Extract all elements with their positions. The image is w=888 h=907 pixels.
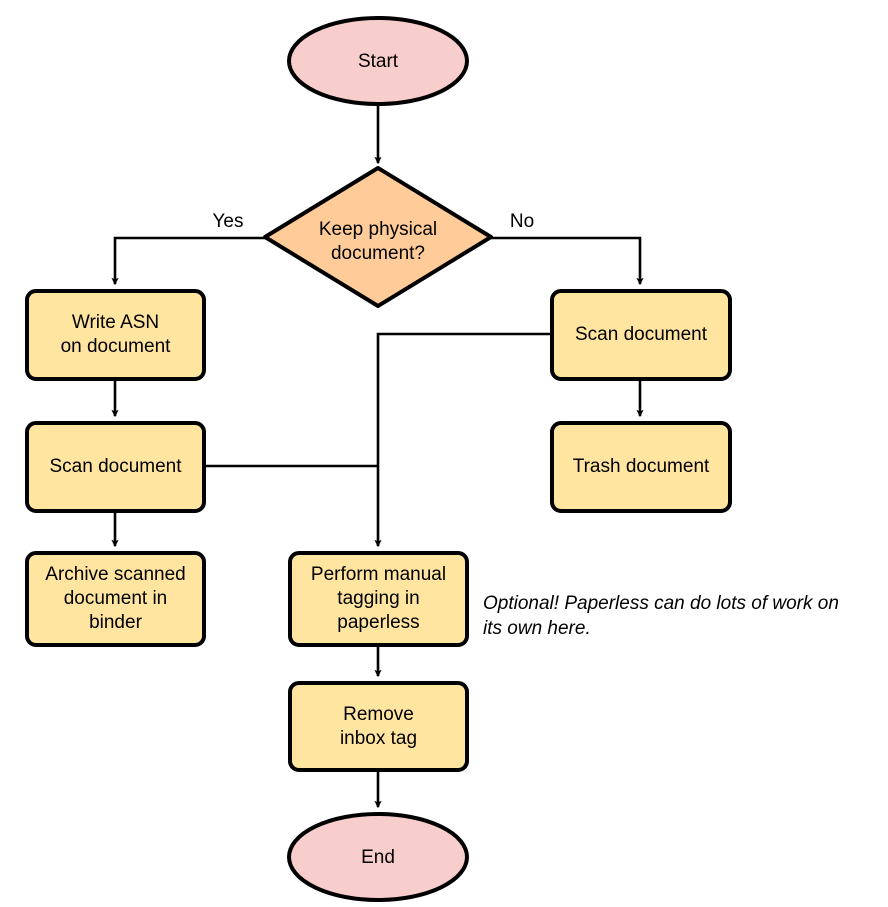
decision-diamond[interactable] — [263, 166, 493, 308]
tagging-label-line3: paperless — [337, 612, 419, 633]
scan-document-left-label: Scan document — [49, 456, 182, 477]
write-asn-box[interactable] — [25, 289, 206, 381]
archive-box[interactable] — [25, 551, 206, 647]
end-label: End — [361, 847, 395, 868]
archive-label-line1: Archive scanned — [45, 564, 185, 585]
remove-inbox-label-line1: Remove — [343, 704, 414, 725]
node-archive-scanned-document[interactable]: Archive scanned document in binder — [25, 551, 206, 647]
start-ellipse[interactable] — [287, 16, 469, 106]
node-remove-inbox-tag[interactable]: Remove inbox tag — [288, 681, 469, 772]
tagging-label-line2: tagging in — [337, 588, 419, 609]
optional-note-line1: Optional! Paperless can do lots of work … — [483, 593, 839, 614]
node-trash-document[interactable]: Trash document — [550, 421, 732, 513]
edge-label-layer: Yes No — [213, 211, 535, 232]
node-write-asn[interactable]: Write ASN on document — [25, 289, 206, 381]
optional-note-line2: its own here. — [483, 618, 591, 639]
decision-label-line2: document? — [331, 243, 425, 264]
decision-label-line1: Keep physical — [319, 219, 437, 240]
edge-label-no: No — [510, 211, 534, 232]
scan-document-right-label: Scan document — [575, 324, 708, 345]
tagging-label-line1: Perform manual — [311, 564, 446, 585]
edge-layer — [111, 104, 644, 809]
node-scan-document-left[interactable]: Scan document — [25, 421, 206, 513]
start-label: Start — [358, 51, 399, 72]
node-perform-manual-tagging[interactable]: Perform manual tagging in paperless — [288, 551, 469, 647]
node-end[interactable]: End — [287, 812, 469, 902]
remove-inbox-box[interactable] — [288, 681, 469, 772]
archive-label-line2: document in — [64, 588, 168, 609]
write-asn-label-line1: Write ASN — [72, 312, 159, 333]
scan-document-right-box[interactable] — [550, 289, 732, 381]
end-ellipse[interactable] — [287, 812, 469, 902]
node-layer: Start Keep physical document? Write ASN … — [25, 16, 732, 902]
edge-scan-right-to-tagging — [374, 332, 552, 548]
trash-document-label: Trash document — [573, 456, 710, 477]
node-start[interactable]: Start — [287, 16, 469, 106]
archive-label-line3: binder — [89, 612, 142, 633]
tagging-box[interactable] — [288, 551, 469, 647]
optional-note: Optional! Paperless can do lots of work … — [483, 593, 839, 639]
edge-label-yes: Yes — [213, 211, 244, 232]
write-asn-label-line2: on document — [61, 336, 172, 357]
edge-decision-yes-to-write-asn — [111, 236, 265, 286]
remove-inbox-label-line2: inbox tag — [340, 728, 417, 749]
scan-document-left-box[interactable] — [25, 421, 206, 513]
node-decision-keep-physical-document[interactable]: Keep physical document? — [263, 166, 493, 308]
edge-decision-no-to-scan-right — [491, 236, 644, 286]
trash-document-box[interactable] — [550, 421, 732, 513]
node-scan-document-right[interactable]: Scan document — [550, 289, 732, 381]
